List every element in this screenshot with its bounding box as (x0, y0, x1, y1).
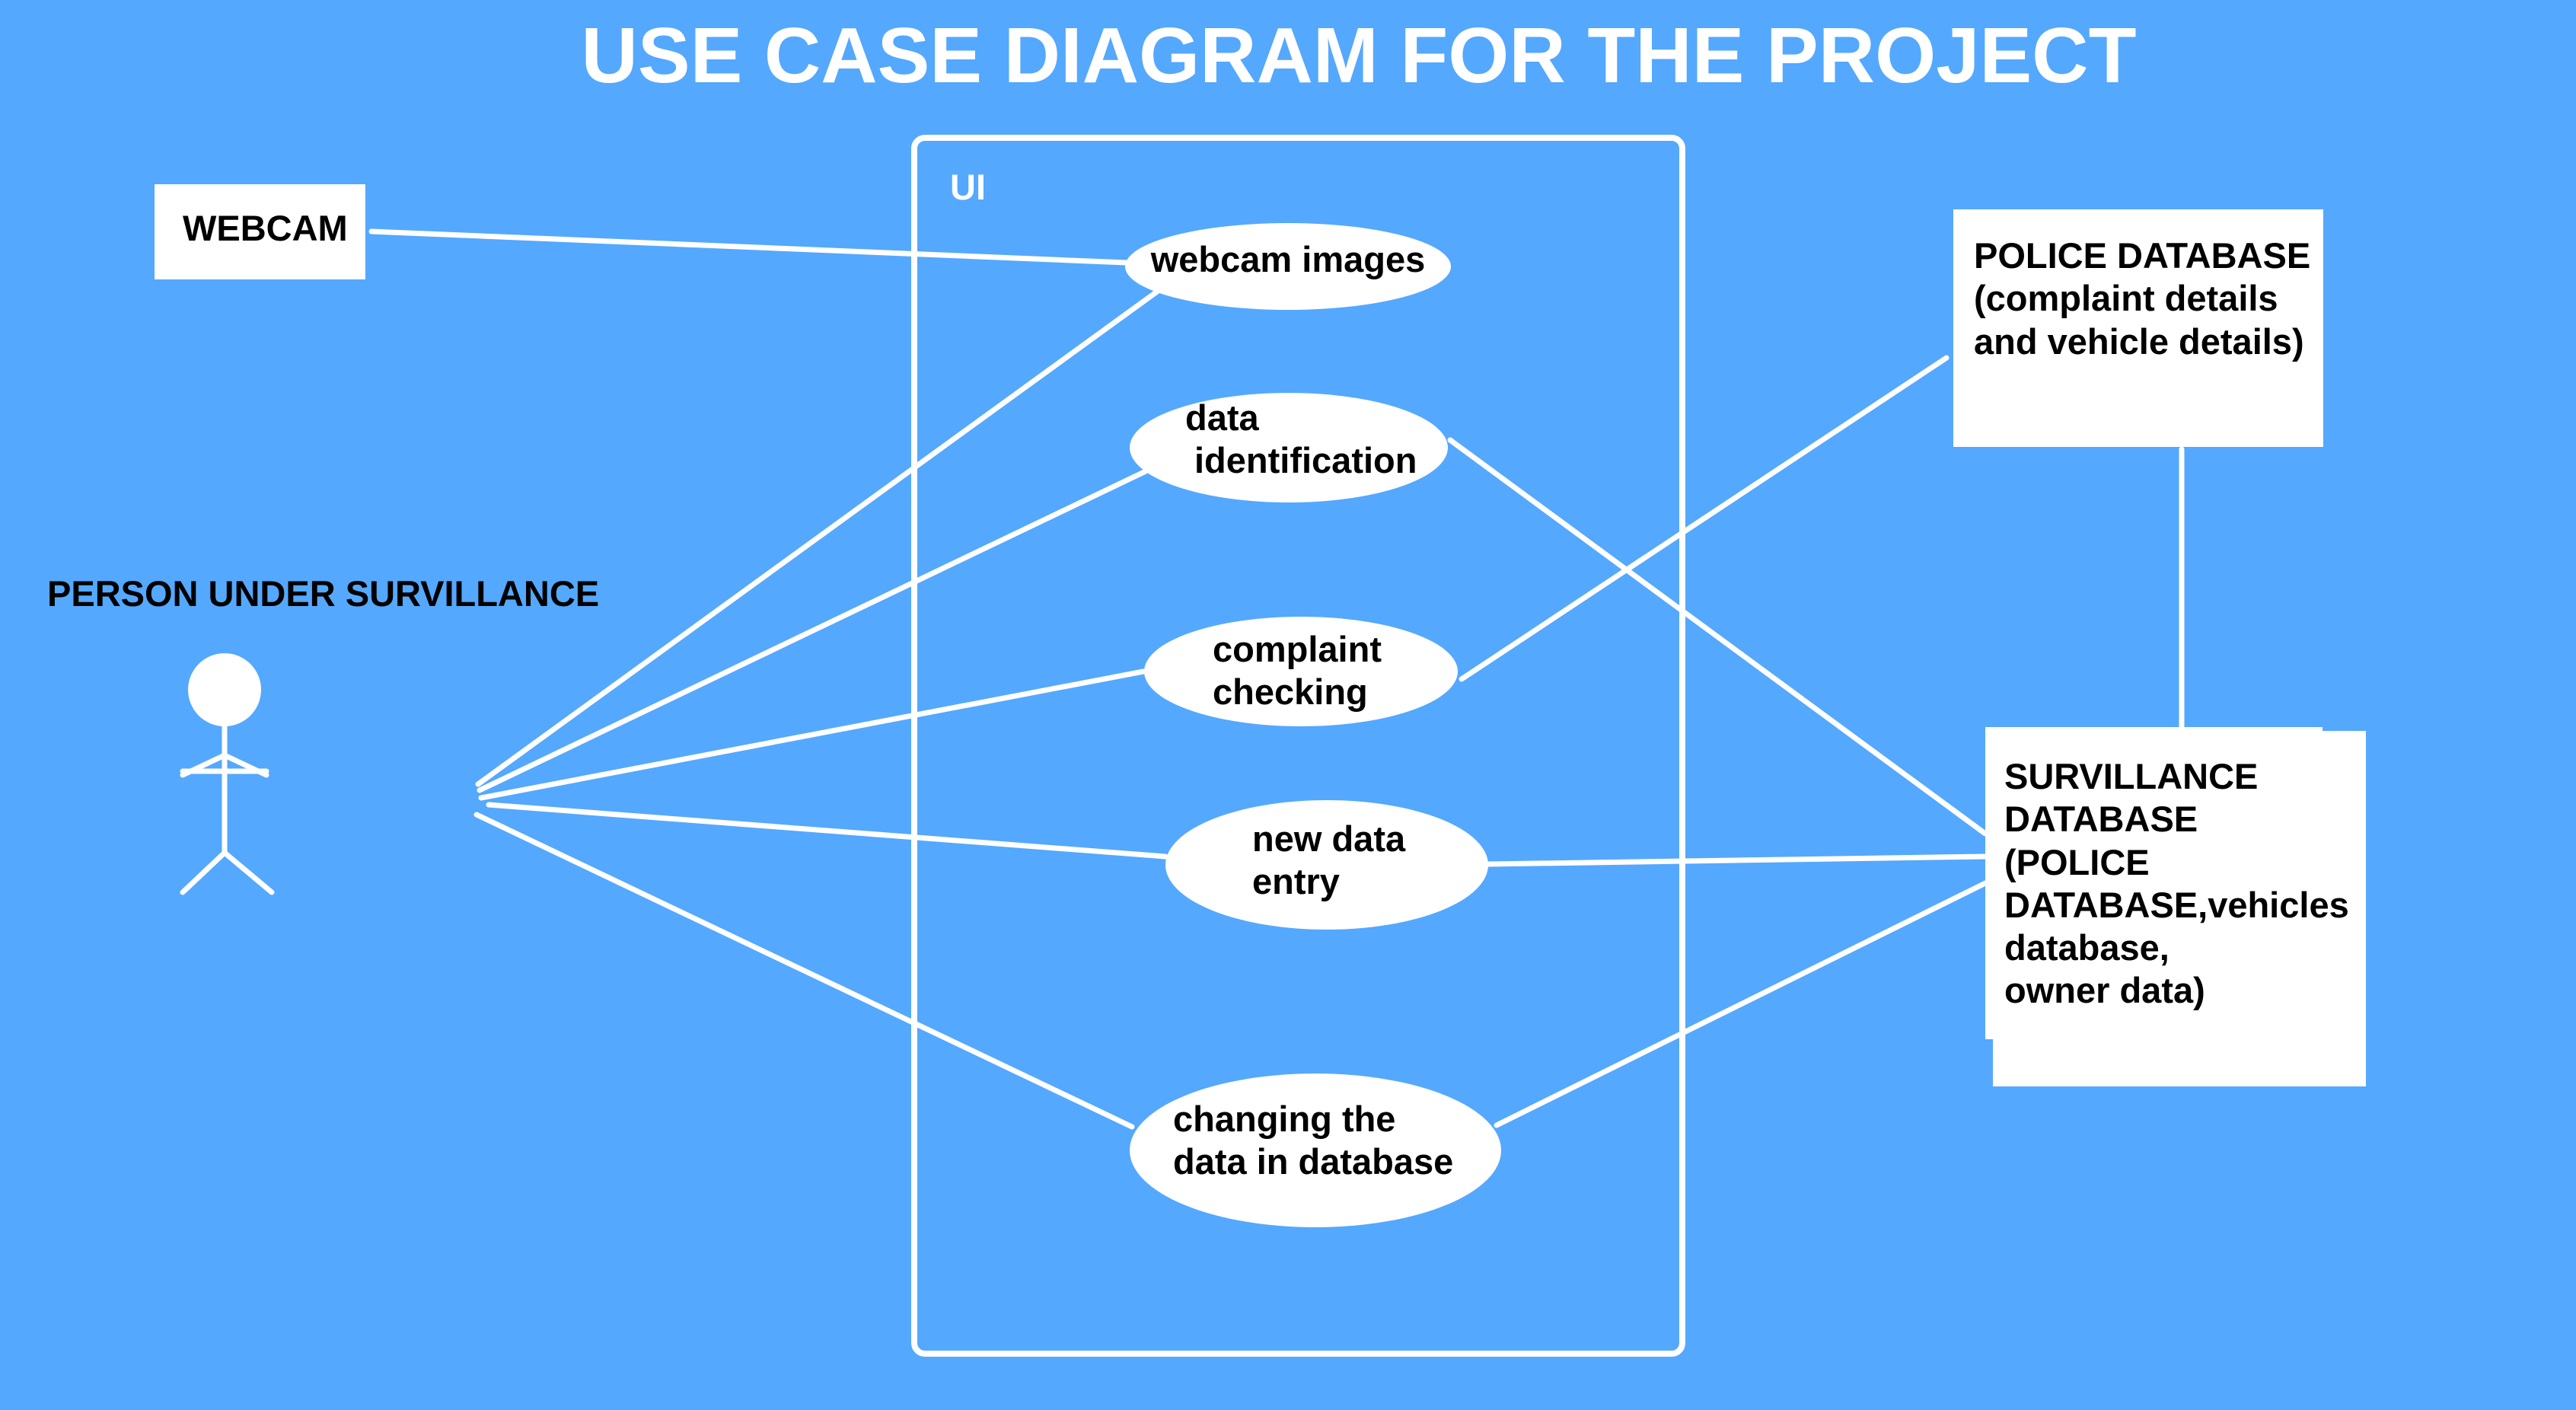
police-database-label-line: and vehicle details) (1974, 321, 2304, 362)
use-case-webcam-images: webcam images (1125, 223, 1451, 310)
stick-figure-arm-left (180, 752, 228, 778)
surveillance-database-label-line: SURVILLANCE (2004, 756, 2258, 796)
person-to-new-data-entry-line (486, 802, 1168, 860)
use-case-complaint-checking: complaint checking (1144, 617, 1458, 726)
diagram-title: USE CASE DIAGRAM FOR THE PROJECT (581, 11, 2136, 99)
webcam-label: WEBCAM (183, 208, 348, 248)
system-boundary (911, 135, 1685, 1357)
webcam-box (155, 184, 365, 279)
surveillance-database-label-line: DATABASE (2004, 799, 2198, 839)
surveillance-database-label-line: DATABASE,vehicles (2004, 885, 2349, 925)
use-case-label: changing the (1173, 1099, 1395, 1139)
stick-figure-arm-right (222, 752, 269, 778)
changing-data-to-surveillance-db-line (1494, 880, 1988, 1128)
stick-figure-leg-right (222, 850, 275, 895)
system-boundary-label: UI (950, 167, 986, 207)
complaint-checking-to-police-db-line (1459, 355, 1950, 682)
use-case-label: checking (1213, 672, 1368, 712)
person-actor: PERSON UNDER SURVILLANCE (47, 573, 599, 895)
surveillance-database-label-line: database, (2004, 927, 2170, 968)
police-database: POLICE DATABASE (complaint details and v… (1953, 209, 2323, 447)
person-actor-label: PERSON UNDER SURVILLANCE (47, 573, 599, 614)
use-case-ellipse (1125, 223, 1451, 310)
person-to-data-identification-line (477, 468, 1149, 793)
webcam-to-webcam-images-line (368, 228, 1130, 266)
person-to-webcam-images-line (475, 289, 1160, 787)
use-case-label: identification (1194, 440, 1417, 480)
use-case-ellipse (1130, 393, 1448, 502)
new-data-entry-to-surveillance-db-line (1485, 853, 1988, 867)
use-case-label: entry (1252, 861, 1340, 901)
stick-figure-leg-left (180, 850, 228, 895)
use-case-new-data-entry: new data entry (1165, 800, 1488, 930)
police-database-label-line: (complaint details (1974, 278, 2278, 318)
associations (368, 228, 2185, 1130)
use-case-ellipse (1130, 1073, 1501, 1227)
surveillance-database-label-line: (POLICE (2004, 842, 2150, 882)
use-case-data-identification: data identification (1130, 393, 1448, 502)
webcam-actor: WEBCAM (155, 184, 365, 279)
stick-figure-icon (180, 653, 275, 895)
surveillance-database-box-back (1993, 731, 2366, 1086)
data-identification-to-surveillance-db-line (1447, 437, 1988, 837)
use-case-ellipse (1144, 617, 1458, 726)
person-to-changing-data-line (473, 812, 1135, 1130)
person-to-complaint-checking-line (478, 668, 1146, 801)
surveillance-database: SURVILLANCE DATABASE (POLICE DATABASE,ve… (1985, 727, 2366, 1086)
stick-figure-head (188, 653, 261, 726)
use-case-changing-data: changing the data in database (1130, 1073, 1501, 1227)
use-case-label: complaint (1213, 629, 1382, 669)
use-case-label: data (1185, 397, 1260, 438)
use-case-ellipse (1165, 800, 1488, 930)
use-case-label: data in database (1173, 1141, 1453, 1182)
use-case-label: new data (1252, 818, 1406, 859)
police-database-label-line: POLICE DATABASE (1974, 235, 2310, 276)
police-database-box (1953, 209, 2323, 447)
surveillance-database-label-line: owner data) (2004, 970, 2205, 1010)
use-case-label: webcam images (1150, 239, 1426, 279)
